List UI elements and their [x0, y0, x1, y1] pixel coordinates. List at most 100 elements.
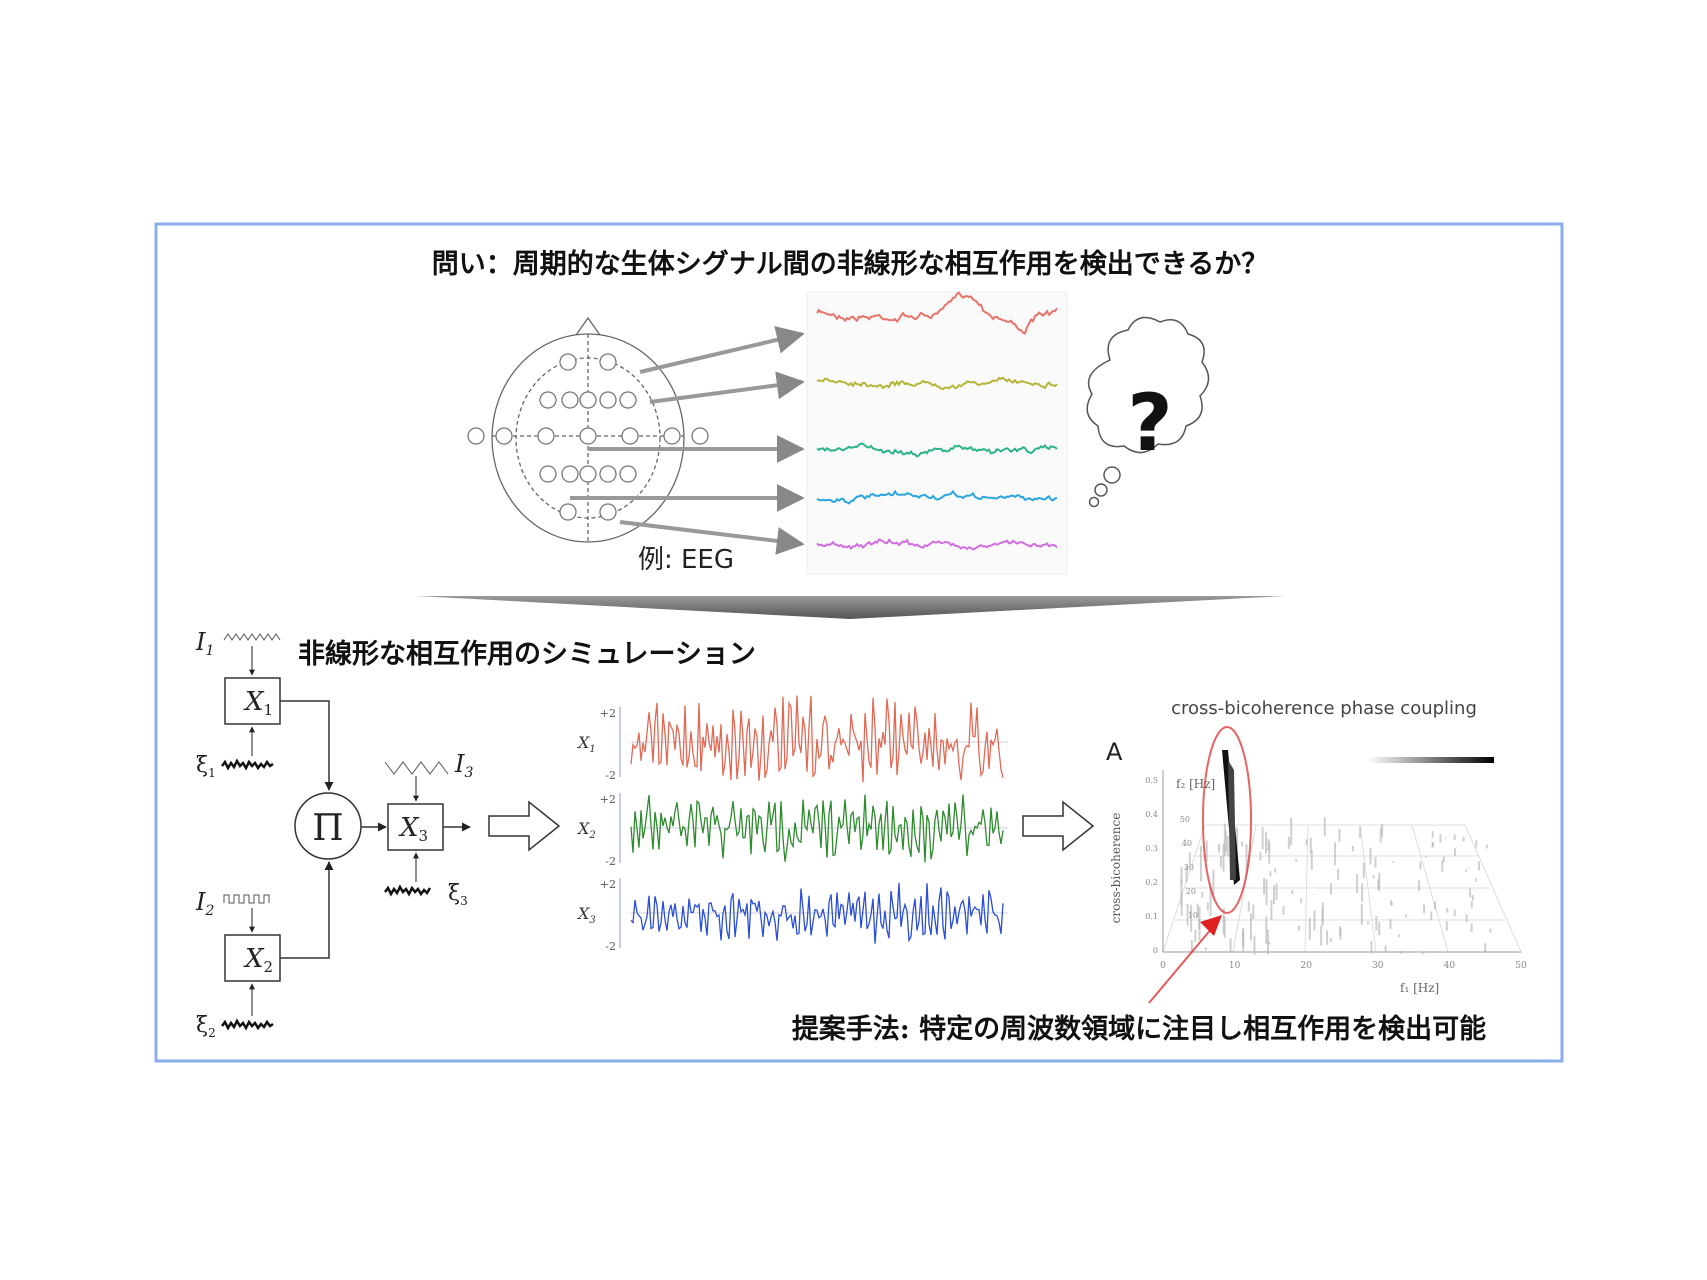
- x-tick-label: 10: [1229, 961, 1241, 971]
- x-tick-label: 30: [1372, 961, 1384, 971]
- electrode: [599, 503, 617, 521]
- figure-frame: [154, 222, 1564, 1063]
- electrode: [599, 353, 617, 371]
- highlight-arrow: [1148, 927, 1213, 1004]
- node-x1-label: X1: [243, 687, 273, 719]
- node-product-label: Π: [312, 808, 343, 849]
- electrode: [539, 391, 557, 409]
- eeg-trace: [816, 291, 1058, 335]
- input-i2-label: I2: [195, 888, 214, 919]
- plot-floor-grid: [1162, 824, 1522, 953]
- electrode: [599, 391, 617, 409]
- z-axis-label: cross-bicoherence: [1109, 813, 1123, 924]
- question-mark-icon: ?: [1127, 379, 1172, 469]
- signal-tick-label: -2: [605, 769, 616, 782]
- highlight-arrowhead: [1200, 915, 1222, 936]
- electrode: [691, 427, 709, 445]
- electrode: [559, 503, 577, 521]
- node-x2-label: X2: [243, 944, 273, 976]
- y-tick-label: 40: [1182, 839, 1192, 848]
- thought-bubble: [1086, 316, 1210, 508]
- y-tick-label: 20: [1186, 887, 1196, 896]
- signal-tick-label: -2: [605, 940, 616, 953]
- signal-label: X3: [576, 904, 596, 926]
- electrode: [619, 391, 637, 409]
- z-tick-label: 0: [1153, 946, 1158, 955]
- eeg-trace: [816, 442, 1058, 458]
- signal-tick-label: -2: [605, 855, 616, 868]
- z-tick-label: 0.1: [1145, 912, 1158, 921]
- panel-label: A: [1106, 738, 1123, 766]
- electrode: [561, 465, 579, 483]
- signal-waveform: [630, 882, 1004, 944]
- electrode: [495, 427, 513, 445]
- noise-input-icon: [221, 1018, 274, 1031]
- electrode: [539, 465, 557, 483]
- node-x1: [224, 677, 281, 725]
- x-tick-label: 50: [1515, 961, 1527, 971]
- electrode: [579, 427, 597, 445]
- highlight-ellipse: [1202, 726, 1252, 914]
- signal-tick-label: +2: [600, 707, 616, 720]
- simulation-heading: 非線形な相互作用のシミュレーション: [298, 638, 756, 670]
- bicoherence-peak: [1228, 760, 1236, 880]
- question-title: 問い：周期的な生体シグナル間の非線形な相互作用を検出できるか？: [432, 248, 1268, 280]
- electrode: [663, 427, 681, 445]
- electrode: [579, 391, 597, 409]
- x-axis-label: f₁ [Hz]: [1400, 981, 1439, 995]
- conclusion-text: 提案手法: 特定の周波数領域に注目し相互作用を検出可能: [792, 1013, 1486, 1045]
- electrode: [467, 427, 485, 445]
- plot-title: cross-bicoherence phase coupling: [1171, 698, 1477, 719]
- node-product: [294, 792, 362, 860]
- electrode-group: [467, 353, 709, 521]
- noise-n3-label: ξ3: [448, 881, 468, 908]
- y-axis-ticks: 10 20 30 40 50: [1180, 815, 1198, 920]
- y-tick-label: 50: [1180, 815, 1190, 824]
- signal-label: X2: [576, 819, 596, 841]
- signal-tick-label: +2: [600, 793, 616, 806]
- eeg-traces-panel: [806, 291, 1068, 575]
- electrode: [537, 427, 555, 445]
- y-tick-label: 10: [1188, 911, 1198, 920]
- electrode: [579, 465, 597, 483]
- x-tick-label: 40: [1444, 961, 1456, 971]
- signal-label: X1: [576, 733, 596, 755]
- node-x2: [224, 934, 281, 982]
- noise-n1-label: ξ1: [196, 753, 216, 780]
- z-tick-label: 0.3: [1145, 844, 1158, 853]
- node-x3: [387, 803, 444, 851]
- electrode: [561, 391, 579, 409]
- noise-input-icon: [221, 758, 274, 771]
- bicoherence-bars: [1180, 750, 1492, 955]
- block-diagram: I1 X1 ξ1 Π I3 X3 ξ3 I2 X2 ξ2: [195, 628, 473, 1040]
- node-x3-label: X3: [398, 813, 428, 845]
- electrode: [621, 427, 639, 445]
- bicoherence-plot: cross-bicoherence phase coupling A cross…: [1106, 698, 1527, 1004]
- section-divider: [416, 596, 1285, 619]
- colorbar: [1368, 757, 1494, 763]
- channel-arrows: [570, 326, 805, 555]
- sine-input-icon: [223, 633, 281, 641]
- signal-tick-label: +2: [600, 878, 616, 891]
- eeg-traces: [816, 291, 1058, 551]
- y-tick-label: 30: [1184, 863, 1194, 872]
- eeg-example-label: 例: EEG: [638, 545, 734, 575]
- eeg-head-diagram: [467, 316, 709, 543]
- hollow-arrow-icon: [1022, 800, 1095, 852]
- noise-n2-label: ξ2: [196, 1013, 216, 1040]
- electrode: [559, 353, 577, 371]
- y-axis-label: f₂ [Hz]: [1176, 777, 1215, 791]
- z-tick-label: 0.5: [1145, 776, 1158, 785]
- x-tick-label: 0: [1160, 961, 1166, 971]
- eeg-trace: [816, 376, 1058, 391]
- signal-waveform: [630, 794, 1004, 863]
- input-i1-label: I1: [195, 628, 214, 659]
- z-tick-label: 0.2: [1145, 878, 1158, 887]
- eeg-trace: [816, 489, 1058, 505]
- input-i3-label: I3: [454, 750, 473, 781]
- square-wave-input-icon: [223, 894, 270, 904]
- z-tick-label: 0.4: [1145, 810, 1158, 819]
- electrode: [599, 465, 617, 483]
